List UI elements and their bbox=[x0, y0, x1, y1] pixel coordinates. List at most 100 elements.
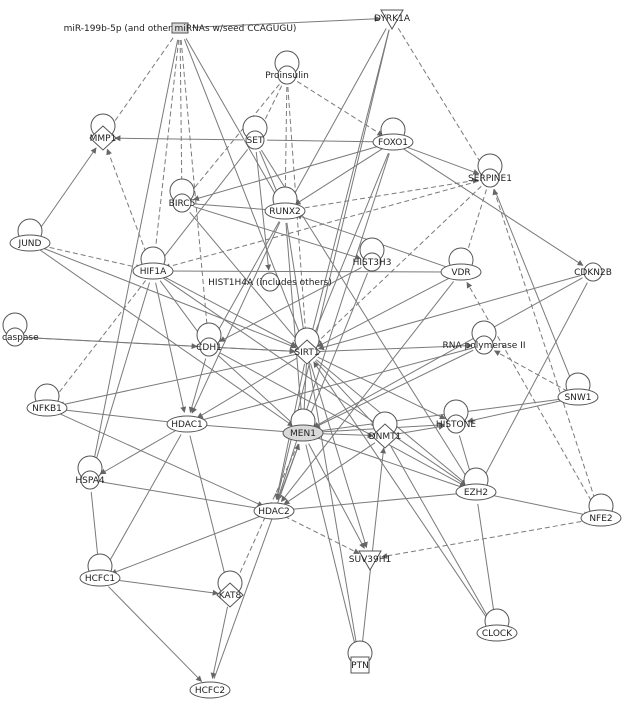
edge-proinsulin-runx2 bbox=[282, 86, 289, 200]
node-histone[interactable]: HISTONE bbox=[436, 399, 476, 434]
edge-sirt1-nfkb1 bbox=[58, 354, 296, 408]
node-dnmt1[interactable]: DNMT1 bbox=[369, 411, 402, 449]
edge-men1-dnmt1 bbox=[314, 432, 374, 439]
node-runx2[interactable]: RUNX2 bbox=[264, 186, 306, 220]
node-hdac2[interactable]: HDAC2 bbox=[253, 502, 295, 520]
node-serpine1[interactable]: SERPINE1 bbox=[468, 153, 512, 188]
edge-birc5-runx2 bbox=[193, 203, 274, 213]
edge-hif1a-sirt1 bbox=[163, 276, 297, 347]
edge-hdac1-kat8 bbox=[189, 435, 229, 584]
edge-foxo1-sirt1 bbox=[310, 152, 389, 342]
node-hspa4[interactable]: HSPA4 bbox=[75, 455, 105, 490]
edges-layer bbox=[26, 15, 598, 682]
node-suv39h1[interactable]: SUV39H1 bbox=[349, 550, 391, 571]
edge-caspase-cdh1 bbox=[26, 337, 198, 350]
edge-snw1-histone bbox=[467, 399, 567, 424]
node-hif1a[interactable]: HIF1A bbox=[132, 246, 174, 280]
edge-dyrk1a-runx2 bbox=[290, 28, 387, 202]
node-jund[interactable]: JUND bbox=[9, 218, 51, 252]
transcription-regulator-ellipse-icon bbox=[26, 399, 68, 417]
edge-clock-sirt1 bbox=[313, 361, 491, 624]
edge-serpine1-snw1 bbox=[494, 188, 575, 387]
node-label-suv39h1: SUV39H1 bbox=[349, 555, 391, 565]
transcription-regulator-ellipse-icon bbox=[189, 681, 231, 699]
edge-rnapol-men1 bbox=[313, 349, 474, 429]
node-mir[interactable]: miR-199b-5p (and other miRNAs w/seed CCA… bbox=[64, 22, 297, 34]
node-label-set: SET bbox=[247, 136, 264, 146]
node-snw1[interactable]: SNW1 bbox=[557, 372, 599, 406]
edge-runx2-sirt1 bbox=[286, 222, 308, 341]
node-cdh1[interactable]: CDH1 bbox=[196, 322, 222, 357]
edge-hif1a-nfkb1 bbox=[53, 280, 147, 399]
edge-cdkn2b-men1 bbox=[312, 277, 583, 428]
transcription-regulator-ellipse-icon bbox=[166, 415, 208, 433]
kinase-triangle-icon bbox=[380, 9, 404, 30]
node-set[interactable]: SET bbox=[242, 115, 268, 150]
edge-mir-sirt1 bbox=[183, 38, 304, 342]
edge-vdr-sirt1 bbox=[317, 277, 451, 347]
node-birc5[interactable]: BIRC5 bbox=[169, 178, 196, 213]
edge-sirt1-histone bbox=[317, 356, 446, 420]
edge-men1-ptn bbox=[305, 444, 359, 654]
node-label-serpine1: SERPINE1 bbox=[468, 174, 512, 184]
node-label-caspase: caspase bbox=[2, 333, 39, 343]
edge-ezh2-hdac2 bbox=[285, 492, 465, 513]
node-ptn[interactable]: PTN bbox=[347, 640, 373, 674]
node-hcfc1[interactable]: HCFC1 bbox=[79, 553, 121, 587]
node-clock[interactable]: CLOCK bbox=[476, 608, 518, 642]
edge-mir-hspa4 bbox=[90, 39, 179, 469]
node-vdr[interactable]: VDR bbox=[440, 247, 482, 281]
node-nfkb1[interactable]: NFKB1 bbox=[26, 383, 68, 417]
node-label-runx2: RUNX2 bbox=[269, 207, 300, 217]
node-label-hist1h4a: HIST1H4A (includes others) bbox=[208, 278, 332, 288]
other-circle-icon bbox=[172, 193, 192, 213]
node-label-hist3h3: HIST3H3 bbox=[353, 258, 392, 268]
edge-serpine1-sirt1 bbox=[315, 185, 482, 345]
node-mmp1[interactable]: MMP1 bbox=[89, 113, 117, 151]
node-hdac1[interactable]: HDAC1 bbox=[166, 415, 208, 433]
node-hcfc2[interactable]: HCFC2 bbox=[189, 681, 231, 699]
edge-hdac1-hspa4 bbox=[99, 429, 177, 475]
node-men1[interactable]: MEN1 bbox=[282, 408, 324, 442]
transcription-regulator-ellipse-icon bbox=[9, 234, 51, 252]
edge-hif1a-ezh2 bbox=[162, 277, 467, 486]
other-circle-icon bbox=[199, 337, 219, 357]
other-circle-icon bbox=[362, 252, 382, 272]
transcription-regulator-ellipse-icon bbox=[253, 502, 295, 520]
edge-hif1a-mmp1 bbox=[106, 148, 150, 260]
edge-cdkn2b-ezh2 bbox=[481, 282, 588, 482]
complex-circle-icon bbox=[446, 414, 466, 434]
transcription-regulator-ellipse-icon bbox=[132, 262, 174, 280]
other-circle-icon bbox=[245, 130, 265, 150]
edge-ezh2-nfe2 bbox=[487, 493, 590, 518]
node-foxo1[interactable]: FOXO1 bbox=[372, 117, 414, 151]
edge-ezh2-clock bbox=[477, 503, 498, 622]
node-label-dnmt1: DNMT1 bbox=[369, 432, 402, 442]
edge-birc5-sirt1 bbox=[189, 211, 300, 344]
other-circle-icon bbox=[260, 272, 280, 292]
node-label-birc5: BIRC5 bbox=[169, 199, 196, 209]
node-label-hspa4: HSPA4 bbox=[75, 476, 104, 486]
node-proinsulin[interactable]: Proinsulin bbox=[265, 50, 309, 85]
node-sirt1[interactable]: SIRT1 bbox=[293, 327, 321, 365]
node-caspase[interactable]: caspase bbox=[2, 312, 39, 347]
node-rnapol[interactable]: RNA polymerase II bbox=[443, 320, 526, 355]
node-dyrk1a[interactable]: DYRK1A bbox=[374, 9, 411, 30]
node-label-hcfc2: HCFC2 bbox=[195, 686, 225, 696]
node-kat8[interactable]: KAT8 bbox=[216, 570, 244, 608]
transcription-regulator-ellipse-icon bbox=[282, 424, 324, 442]
node-cdkn2b[interactable]: CDKN2B bbox=[574, 262, 612, 282]
node-hist3h3[interactable]: HIST3H3 bbox=[353, 237, 392, 272]
edge-hdac2-hcfc1 bbox=[110, 514, 263, 575]
node-ezh2[interactable]: EZH2 bbox=[455, 467, 497, 501]
edge-foxo1-birc5 bbox=[192, 144, 382, 202]
edge-jund-sirt1 bbox=[40, 246, 297, 349]
edge-hist3h3-cdh1 bbox=[219, 267, 362, 342]
mirna-rectangle-icon bbox=[171, 22, 189, 34]
node-hist1h4a[interactable]: HIST1H4A (includes others) bbox=[208, 272, 332, 292]
cytokine-square-icon bbox=[350, 656, 370, 674]
edge-set-hif1a bbox=[159, 149, 249, 263]
node-label-hdac2: HDAC2 bbox=[258, 507, 290, 517]
node-nfe2[interactable]: NFE2 bbox=[580, 493, 622, 527]
edge-foxo1-runx2 bbox=[294, 148, 384, 205]
